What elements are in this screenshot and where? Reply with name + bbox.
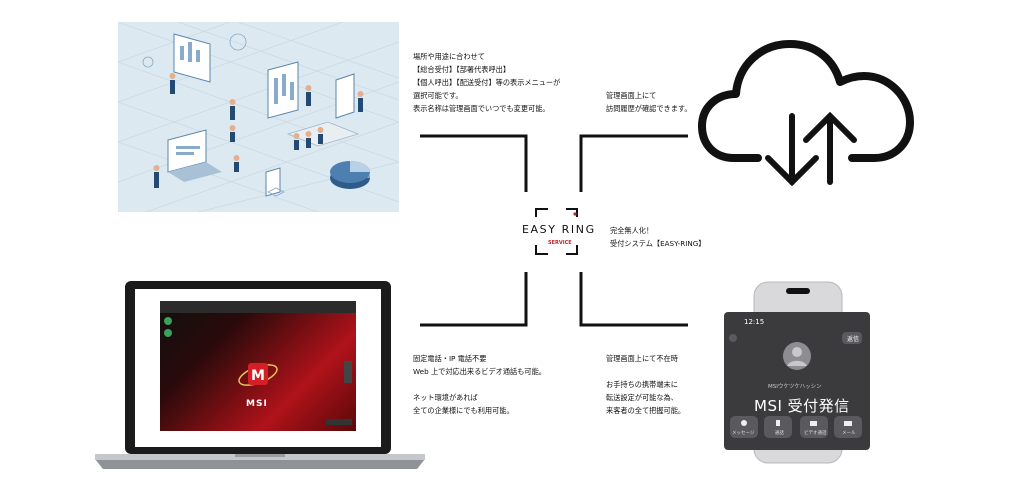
caption-bottom-left-b: ネット環境があれば 全ての企業様にでも利用可能。 (413, 391, 514, 417)
mail-icon (844, 421, 852, 426)
caption-line: 場所や用途に合わせて (413, 52, 485, 61)
caption-center: 完全無人化！ 受付システム【EASY-RING】 (610, 224, 706, 250)
smartphone-image (724, 281, 870, 464)
caption-line: 選択可能です。 (413, 91, 463, 100)
laptop-screen: M MSI (160, 301, 356, 431)
connector-top-left (420, 134, 528, 192)
connector-bottom-left (420, 272, 528, 327)
caller-name: MSIウケツケハッシン (768, 384, 822, 390)
caption-bottom-right-a: 管理画面上にて不在時 (606, 352, 678, 365)
office-illustration (118, 22, 399, 212)
caller-title: MSI 受付発信 (754, 397, 850, 415)
caption-line: Web 上で対応出来るビデオ通話も可能。 (413, 367, 546, 376)
caption-line: 訪問履歴が確認できます。 (606, 104, 692, 113)
browser-bar (160, 301, 356, 313)
connector-bottom-right (579, 272, 688, 327)
self-view-tile (326, 419, 352, 425)
caption-line: 完全無人化！ (610, 226, 654, 235)
phone-badge[interactable]: 返信 (847, 336, 860, 343)
caption-top-left: 場所や用途に合わせて 【総合受付】【部署代表呼出】 【個人呼出】【配送受付】等の… (413, 50, 560, 115)
caption-line: 管理画面上にて不在時 (606, 354, 678, 363)
caption-line: 全ての企業様にでも利用可能。 (413, 406, 514, 415)
message-icon (741, 420, 747, 426)
phone-button-video[interactable]: ビデオ通話 (804, 431, 827, 436)
phone-button-call[interactable]: 通話 (775, 431, 784, 436)
caption-line: 管理画面上にて (606, 91, 657, 100)
caption-line: 来客者の全て把握可能。 (606, 406, 686, 415)
isometric-office-image (118, 22, 399, 212)
caption-top-right: 管理画面上にて 訪問履歴が確認できます。 (606, 89, 692, 115)
phone-clock: 12:15 (744, 318, 765, 326)
caption-line: 表示名称は管理画面でいつでも変更可能。 (413, 104, 550, 113)
caption-line: 【個人呼出】【配送受付】等の表示メニューが (413, 78, 561, 87)
connector-top-right (579, 134, 688, 192)
logo-main-text: EASY RING (522, 223, 596, 236)
caption-line: 転送設定が可能な為、 (606, 393, 678, 402)
phone-button-mail[interactable]: メール (842, 431, 856, 436)
video-icon (810, 421, 817, 426)
phone-icon (776, 420, 780, 426)
camera-icon (164, 329, 172, 337)
logo-sub-text: SERVICE (548, 240, 572, 246)
mic-icon (164, 317, 172, 325)
phone-button-message[interactable]: メッセージ (732, 431, 755, 436)
caption-bottom-right-b: お手持ちの携帯端末に 転送設定が可能な為、 来客者の全て把握可能。 (606, 378, 685, 417)
caption-line: 受付システム【EASY-RING】 (610, 239, 706, 248)
msi-emblem-icon: M (238, 363, 278, 386)
caption-line: お手持ちの携帯端末に (606, 380, 678, 389)
easy-ring-logo-frame (535, 208, 578, 255)
caption-bottom-left-a: 固定電話・IP 電話不要 Web 上で対応出来るビデオ通話も可能。 (413, 352, 546, 378)
caption-line: 【総合受付】【部署代表呼出】 (413, 65, 511, 74)
laptop-brand: MSI (246, 399, 268, 409)
side-panel (344, 361, 352, 383)
caption-line: ネット環境があれば (413, 393, 478, 402)
svg-text:M: M (251, 368, 265, 384)
cloud-upload-download-icon (698, 40, 914, 186)
caption-line: 固定電話・IP 電話不要 (413, 354, 487, 363)
